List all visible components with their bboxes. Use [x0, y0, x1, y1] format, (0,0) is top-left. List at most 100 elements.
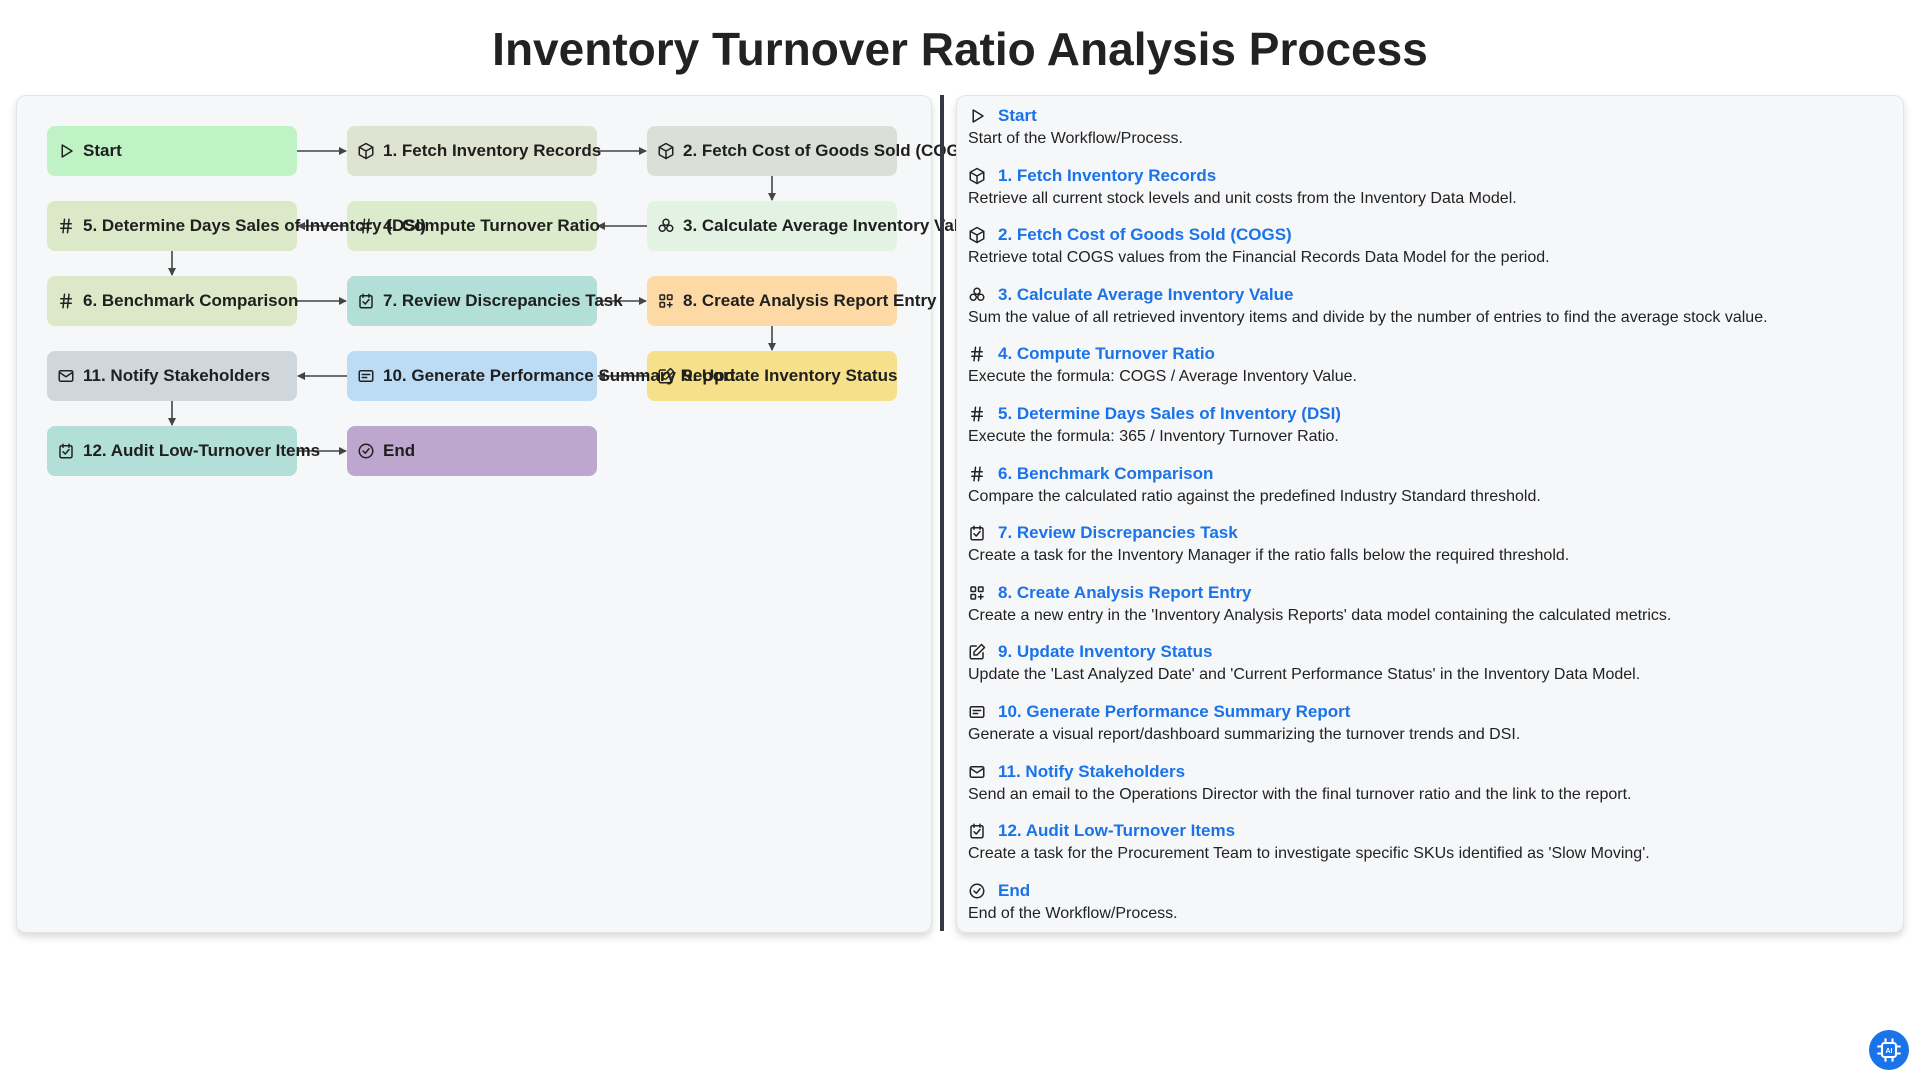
step-item: 5. Determine Days Sales of Inventory (DS… — [968, 404, 1888, 446]
hash-icon — [968, 345, 986, 363]
step-title[interactable]: 5. Determine Days Sales of Inventory (DS… — [998, 404, 1341, 423]
step-header: 12. Audit Low-Turnover Items — [968, 821, 1888, 841]
step-description: Generate a visual report/dashboard summa… — [968, 726, 1521, 743]
step-title[interactable]: Start — [998, 106, 1037, 125]
step-title[interactable]: 6. Benchmark Comparison — [998, 463, 1214, 483]
flow-node[interactable]: Start — [47, 126, 297, 176]
edit-icon — [657, 367, 675, 385]
mail-icon — [57, 367, 75, 385]
flow-node[interactable]: 4. Compute Turnover Ratio — [347, 201, 600, 251]
step-header: 9. Update Inventory Status — [968, 642, 1888, 662]
flow-node[interactable]: 8. Create Analysis Report Entry — [647, 276, 937, 326]
grid-plus-icon — [657, 292, 675, 310]
flow-node[interactable]: 9. Update Inventory Status — [647, 351, 897, 401]
step-title[interactable]: 2. Fetch Cost of Goods Sold (COGS) — [998, 225, 1292, 245]
step-description: Retrieve all current stock levels and un… — [968, 189, 1517, 207]
card-icon — [968, 703, 986, 721]
edit-icon — [968, 643, 986, 661]
flow-node[interactable]: 10. Generate Performance Summary Report — [347, 351, 735, 401]
step-description: Create a task for the Inventory Manager … — [968, 547, 1570, 565]
flow-node-label: 3. Calculate Average Inventory Value — [683, 216, 979, 235]
flow-node[interactable]: 7. Review Discrepancies Task — [347, 276, 623, 326]
step-title[interactable]: 3. Calculate Average Inventory Value — [998, 284, 1294, 304]
flow-node[interactable]: 5. Determine Days Sales of Inventory (DS… — [47, 201, 426, 251]
flow-node-label: 11. Notify Stakeholders — [83, 366, 271, 385]
checkbox-icon — [57, 442, 75, 460]
ai-chip-icon[interactable]: AI — [1869, 1030, 1909, 1070]
flow-node-label: 7. Review Discrepancies Task — [383, 291, 623, 310]
step-header: 4. Compute Turnover Ratio — [968, 344, 1888, 364]
play-icon — [57, 142, 75, 160]
step-title[interactable]: 10. Generate Performance Summary Report — [998, 702, 1351, 721]
step-description: Create a new entry in the 'Inventory Ana… — [968, 606, 1672, 624]
cube-icon — [968, 167, 986, 185]
svg-text:AI: AI — [1886, 1048, 1893, 1055]
step-description: Execute the formula: COGS / Average Inve… — [968, 368, 1357, 386]
biohazard-icon — [657, 217, 675, 235]
step-header: 10. Generate Performance Summary Report — [968, 702, 1888, 722]
step-header: 6. Benchmark Comparison — [968, 464, 1888, 484]
step-description: Sum the value of all retrieved inventory… — [968, 308, 1768, 326]
flow-node[interactable]: 12. Audit Low-Turnover Items — [47, 426, 320, 476]
step-description: Create a task for the Procurement Team t… — [968, 845, 1650, 863]
step-description: End of the Workflow/Process. — [968, 904, 1178, 922]
flow-node[interactable]: 1. Fetch Inventory Records — [347, 126, 601, 176]
flow-node[interactable]: End — [347, 426, 597, 476]
step-header: 2. Fetch Cost of Goods Sold (COGS) — [968, 225, 1888, 245]
step-title[interactable]: 9. Update Inventory Status — [998, 642, 1213, 662]
flow-arrows — [168, 147, 776, 455]
flow-node[interactable]: 3. Calculate Average Inventory Value — [647, 201, 978, 251]
flow-node-label: 10. Generate Performance Summary Report — [383, 366, 736, 385]
check-circle-icon — [357, 442, 375, 460]
checkbox-icon — [357, 292, 375, 310]
step-title[interactable]: 1. Fetch Inventory Records — [998, 165, 1217, 185]
step-description: Start of the Workflow/Process. — [968, 130, 1183, 147]
hash-icon — [968, 465, 986, 483]
step-header: 3. Calculate Average Inventory Value — [968, 285, 1888, 305]
step-item: 2. Fetch Cost of Goods Sold (COGS) Retrie… — [968, 225, 1888, 267]
step-title[interactable]: 7. Review Discrepancies Task — [998, 523, 1238, 543]
flow-node-label: 9. Update Inventory Status — [683, 366, 898, 385]
page-title: Inventory Turnover Ratio Analysis Proces… — [492, 23, 1428, 75]
step-description: Send an email to the Operations Director… — [968, 785, 1632, 803]
flow-node-label: End — [383, 441, 416, 460]
step-header: 5. Determine Days Sales of Inventory (DS… — [968, 404, 1888, 424]
panel-divider — [940, 95, 944, 931]
flow-node-label: 6. Benchmark Comparison — [83, 291, 299, 310]
step-description: Update the 'Last Analyzed Date' and 'Cur… — [968, 666, 1641, 684]
step-description: Compare the calculated ratio against the… — [968, 487, 1541, 505]
step-description: Retrieve total COGS values from the Fina… — [968, 249, 1550, 267]
flow-node[interactable]: 6. Benchmark Comparison — [47, 276, 299, 326]
step-title[interactable]: 12. Audit Low-Turnover Items — [998, 821, 1236, 841]
flow-node-label: Start — [83, 141, 122, 160]
step-title[interactable]: End — [998, 880, 1031, 900]
hash-icon — [57, 217, 75, 235]
step-description: Execute the formula: 365 / Inventory Tur… — [968, 428, 1339, 445]
hash-icon — [357, 217, 375, 235]
flow-node-label: 1. Fetch Inventory Records — [383, 141, 602, 160]
flow-node[interactable]: 2. Fetch Cost of Goods Sold (COGS) — [647, 126, 977, 176]
cube-icon — [968, 226, 986, 244]
step-header: 1. Fetch Inventory Records — [968, 166, 1888, 186]
flow-node-label: 5. Determine Days Sales of Inventory (DS… — [83, 216, 426, 235]
flow-node-label: 2. Fetch Cost of Goods Sold (COGS) — [683, 141, 977, 160]
flow-node[interactable]: 11. Notify Stakeholders — [47, 351, 297, 401]
step-title[interactable]: 4. Compute Turnover Ratio — [998, 344, 1215, 364]
step-title[interactable]: 11. Notify Stakeholders — [998, 761, 1186, 781]
step-header: 7. Review Discrepancies Task — [968, 523, 1888, 543]
step-title[interactable]: 8. Create Analysis Report Entry — [998, 582, 1252, 602]
hash-icon — [57, 292, 75, 310]
flow-node-label: 12. Audit Low-Turnover Items — [83, 441, 321, 460]
